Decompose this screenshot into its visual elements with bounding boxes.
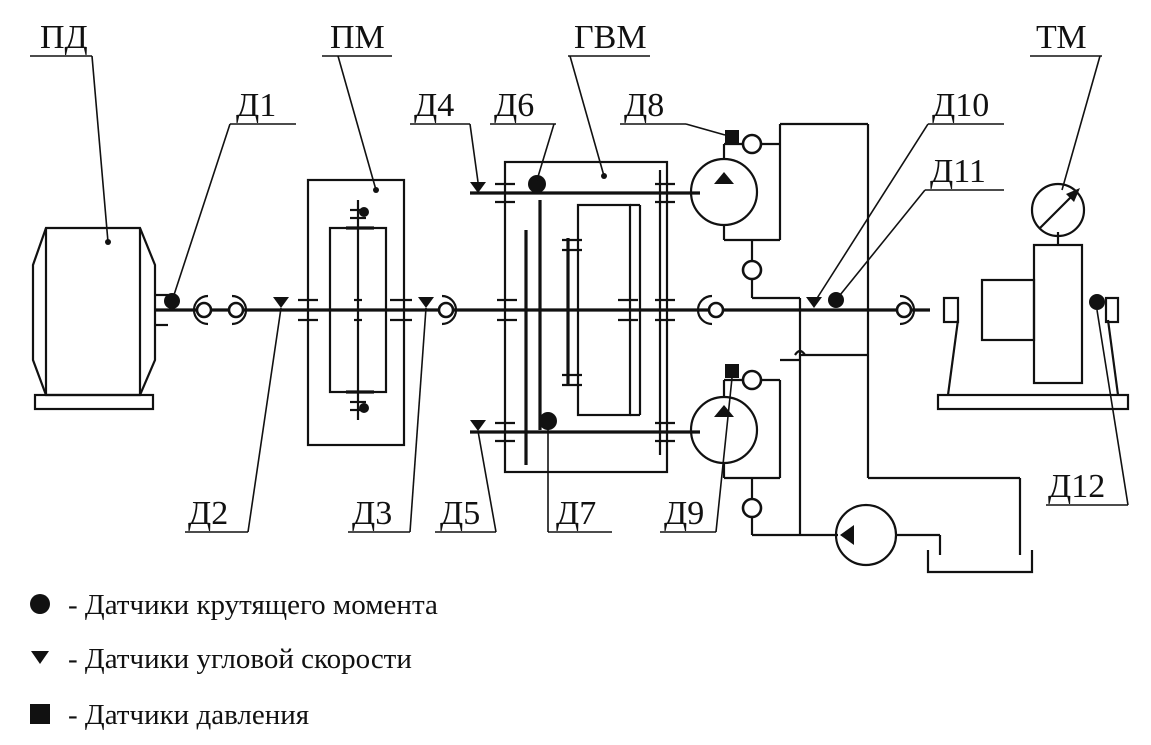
speed-sensor-d3 — [418, 297, 434, 308]
label-pm: ПМ — [330, 19, 385, 56]
planetary-mechanism-pm — [298, 178, 412, 447]
coupling-1 — [192, 294, 248, 326]
coupling-2 — [437, 294, 458, 326]
gearbox-gvm — [470, 160, 700, 474]
legend-torque-text: - Датчики крутящего момента — [68, 589, 438, 621]
legend-speed-text: - Датчики угловой скорости — [68, 643, 412, 675]
legend: - Датчики крутящего момента - Датчики уг… — [30, 589, 438, 731]
label-d12: Д12 — [1048, 468, 1105, 505]
label-d2: Д2 — [188, 495, 228, 532]
label-d7: Д7 — [556, 495, 596, 532]
coupling-4 — [895, 294, 916, 326]
label-d3: Д3 — [352, 495, 392, 532]
coupling-3 — [696, 294, 725, 326]
hydraulic-motor-upper — [689, 133, 800, 300]
hydraulic-lines — [778, 122, 1022, 555]
pressure-sensor-d9 — [725, 364, 739, 378]
drive-motor-pd — [31, 226, 168, 411]
tank — [926, 550, 1034, 574]
pressure-sensor-d8 — [725, 130, 739, 144]
legend-pressure-text: - Датчики давления — [68, 699, 309, 731]
legend-speed-symbol — [31, 651, 49, 664]
label-d1: Д1 — [236, 87, 276, 124]
label-gvm: ГВМ — [574, 19, 647, 56]
speed-sensor-d5 — [470, 420, 486, 431]
torque-sensor-d7 — [539, 412, 557, 430]
torque-sensor-d6 — [528, 175, 546, 193]
label-tm: ТМ — [1036, 19, 1087, 56]
legend-pressure-symbol — [30, 704, 50, 724]
legend-torque-symbol — [30, 594, 50, 614]
label-d6: Д6 — [494, 87, 534, 124]
leader-lines — [30, 55, 1129, 533]
torque-sensor-d12 — [1089, 294, 1105, 310]
label-pd: ПД — [40, 19, 88, 56]
hydraulic-motor-lower — [689, 369, 838, 537]
load-machine-tm — [936, 182, 1130, 411]
label-d5: Д5 — [440, 495, 480, 532]
speed-sensor-d4 — [470, 182, 486, 193]
label-d8: Д8 — [624, 87, 664, 124]
speed-sensor-d2 — [273, 297, 289, 308]
label-d11: Д11 — [930, 153, 986, 190]
label-d10: Д10 — [932, 87, 989, 124]
charge-pump — [834, 503, 942, 567]
label-d9: Д9 — [664, 495, 704, 532]
label-d4: Д4 — [414, 87, 454, 124]
